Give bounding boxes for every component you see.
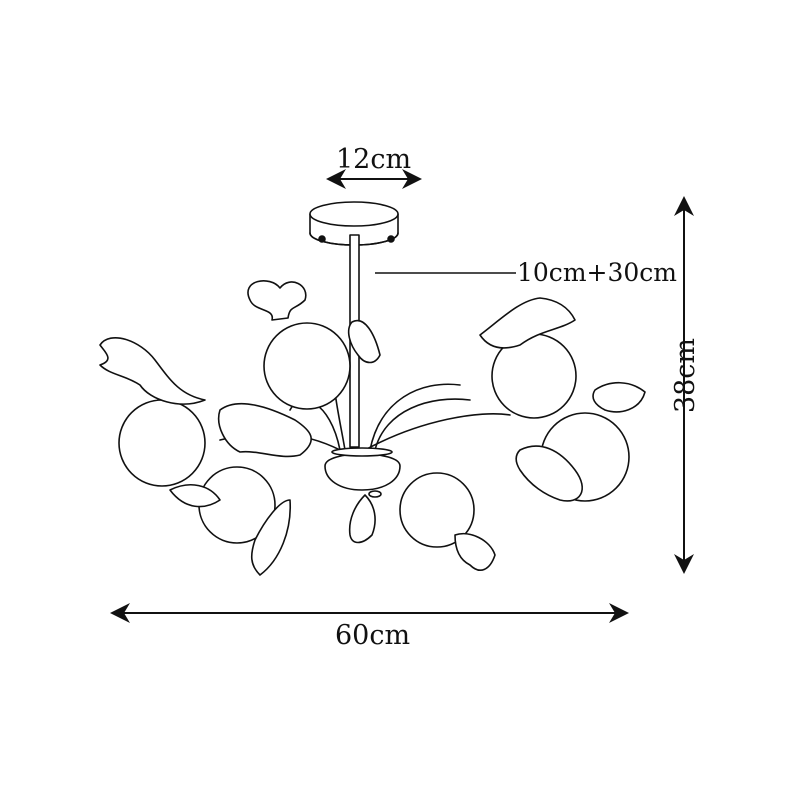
canopy-width-label: 12cm xyxy=(336,144,412,175)
total-width-label: 60cm xyxy=(335,620,411,651)
globe xyxy=(118,399,206,487)
decorative-leaves xyxy=(99,280,646,576)
globe xyxy=(399,472,475,548)
center-hub xyxy=(324,447,401,498)
globe xyxy=(263,322,351,410)
total-height-label: 38cm xyxy=(670,337,702,414)
rod-length-label: 10cm+30cm xyxy=(517,258,677,287)
